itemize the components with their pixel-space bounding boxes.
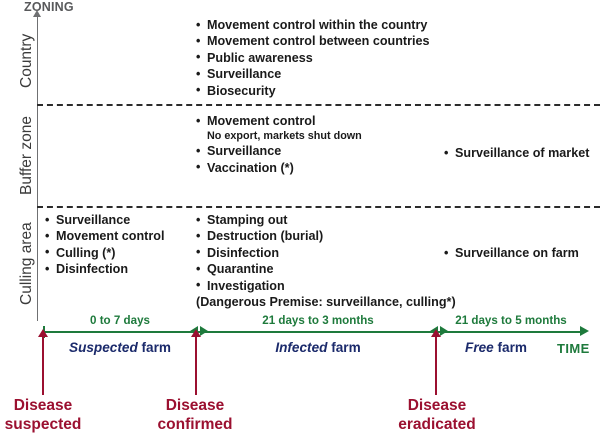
event-arrow-eradicated-icon	[431, 329, 441, 337]
timeline-phase-infected-rest: farm	[327, 340, 361, 355]
timeline-duration-free: 21 days to 5 months	[455, 314, 567, 327]
event-line-confirmed	[195, 337, 197, 395]
zone-label-buffer-zone: Buffer zone	[18, 116, 35, 196]
timeline-phase-suspected: Suspected farm	[45, 340, 195, 355]
buffer-zone-subnote: No export, markets shut down	[207, 130, 362, 143]
buffer-zone-measures-list: Movement control No export, markets shut…	[196, 112, 362, 176]
list-item: Movement control within the country	[196, 16, 430, 33]
timeline-arrow-icon	[580, 326, 589, 336]
event-label-line1: Disease	[407, 397, 467, 414]
list-item: Surveillance	[45, 211, 164, 228]
buffer-zone-free-measures-list: Surveillance of market	[444, 144, 589, 161]
event-label-disease-confirmed: Disease confirmed	[152, 396, 238, 434]
event-label-line2: suspected	[4, 416, 82, 433]
culling-area-free-measures-list: Surveillance on farm	[444, 244, 579, 261]
zone-separator-buffer-culling	[37, 206, 600, 208]
timeline-phase-free-rest: farm	[493, 340, 527, 355]
event-label-disease-suspected: Disease suspected	[0, 396, 86, 434]
list-item: Surveillance	[196, 143, 362, 160]
event-label-line1: Disease	[13, 397, 73, 414]
timeline-duration-infected: 21 days to 3 months	[262, 314, 374, 327]
zoning-axis-arrow-icon	[33, 10, 41, 17]
zoning-axis-line	[37, 14, 38, 321]
list-item: Disinfection	[45, 261, 164, 278]
timeline-phase-free: Free farm	[441, 340, 551, 355]
zone-label-country: Country	[18, 33, 35, 89]
timeline-axis-label: TIME	[557, 341, 590, 356]
timeline-phase-suspected-rest: farm	[137, 340, 171, 355]
timeline-tick-eradicated-right	[440, 326, 448, 336]
timeline-phase-free-emphasis: Free	[465, 340, 494, 355]
list-item: Vaccination (*)	[196, 159, 362, 176]
event-label-line1: Disease	[165, 397, 225, 414]
event-label-line2: eradicated	[398, 416, 476, 433]
timeline-phase-infected-emphasis: Infected	[275, 340, 328, 355]
timeline-axis-line	[43, 331, 582, 333]
timeline-phase-suspected-emphasis: Suspected	[69, 340, 138, 355]
list-item: Destruction (burial)	[196, 228, 456, 245]
dangerous-premise-note: (Dangerous Premise: surveillance, cullin…	[196, 295, 456, 310]
list-item: Movement control	[196, 112, 362, 129]
list-item: Surveillance on farm	[444, 244, 579, 261]
culling-area-infected-measures-list: Stamping out Destruction (burial) Disinf…	[196, 211, 456, 310]
list-item: Investigation	[196, 277, 456, 294]
page-title: ZONING	[24, 0, 74, 14]
list-item: Surveillance	[196, 66, 430, 83]
zone-separator-country-buffer	[37, 104, 600, 106]
list-item: Public awareness	[196, 49, 430, 66]
list-item: Movement control	[45, 228, 164, 245]
zone-label-culling-area: Culling area	[18, 222, 35, 306]
list-item: Quarantine	[196, 261, 456, 278]
event-arrow-suspected-icon	[38, 329, 48, 337]
list-item: Biosecurity	[196, 82, 430, 99]
event-label-disease-eradicated: Disease eradicated	[392, 396, 482, 434]
culling-area-suspected-measures-list: Surveillance Movement control Culling (*…	[45, 211, 164, 278]
timeline-duration-suspected: 0 to 7 days	[90, 314, 150, 327]
list-item: Culling (*)	[45, 244, 164, 261]
timeline-phase-infected: Infected farm	[203, 340, 433, 355]
list-item: Surveillance of market	[444, 144, 589, 161]
event-line-suspected	[42, 337, 44, 395]
timeline-tick-confirmed-right	[200, 326, 208, 336]
event-label-line2: confirmed	[157, 416, 233, 433]
list-item: Disinfection	[196, 244, 456, 261]
event-line-eradicated	[435, 337, 437, 395]
country-measures-list: Movement control within the country Move…	[196, 16, 430, 99]
event-arrow-confirmed-icon	[191, 329, 201, 337]
list-item: Movement control between countries	[196, 33, 430, 50]
list-item: Stamping out	[196, 211, 456, 228]
